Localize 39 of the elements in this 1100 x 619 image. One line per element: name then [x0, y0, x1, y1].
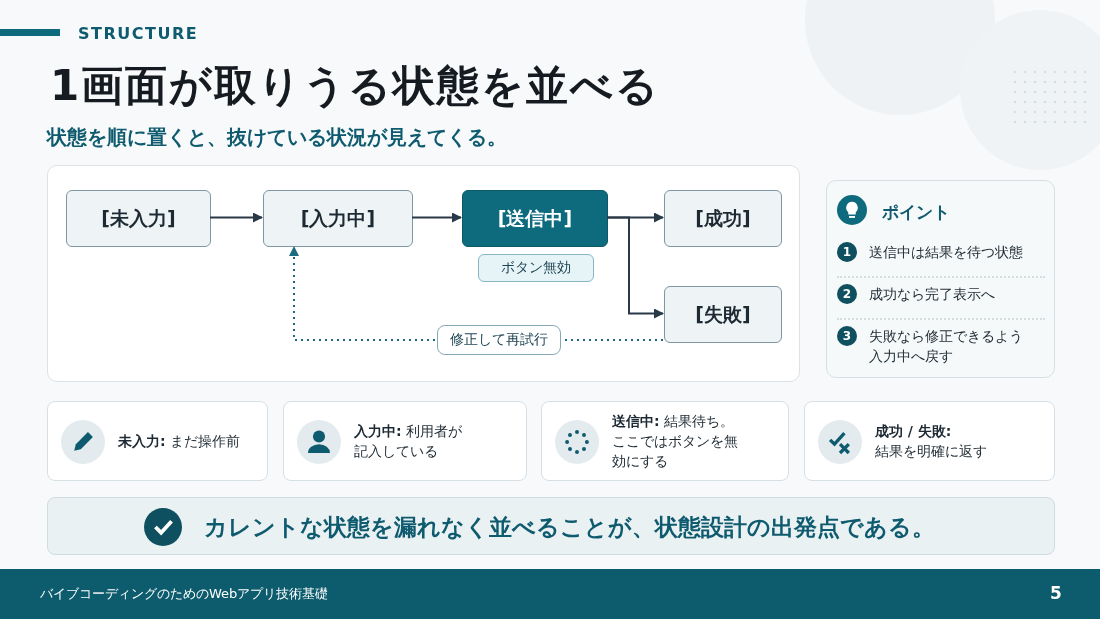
- state-label: [入力中]: [300, 205, 376, 231]
- page-number: 5: [1050, 583, 1062, 603]
- section-label: STRUCTURE: [78, 24, 199, 43]
- card-description: 未入力: まだ操作前: [118, 432, 242, 451]
- state-label: [未入力]: [101, 205, 176, 231]
- step-number: 2: [837, 284, 857, 304]
- card-description: 入力中: 利用者が記入している: [354, 422, 464, 461]
- footer-text: バイブコーディングのためのWebアプリ技術基礎: [40, 585, 329, 603]
- state-box: [66, 190, 211, 247]
- point-text: 成功なら完了表示へ: [869, 285, 996, 304]
- active-state-box: [462, 190, 608, 247]
- slide-title: 1画面が取りうる状態を並べる: [50, 60, 661, 112]
- state-card: [47, 401, 268, 481]
- state-label: [成功]: [695, 205, 751, 231]
- state-card: [804, 401, 1055, 481]
- arrow: [606, 216, 664, 319]
- state-box: [664, 286, 782, 343]
- conclusion-text: カレントな状態を漏れなく並べることが、状態設計の出発点である。: [204, 513, 935, 542]
- arrow: [411, 212, 462, 223]
- diagram-panel: [47, 165, 800, 382]
- state-label: [送信中]: [497, 205, 573, 231]
- conclusion-banner: [47, 497, 1055, 555]
- state-card: [283, 401, 527, 481]
- state-label: [失敗]: [695, 301, 751, 327]
- status-tag: ボタン無効: [478, 254, 594, 282]
- state-card: [541, 401, 789, 481]
- card-description: 成功 / 失敗: 結果を明確に返す: [875, 422, 988, 461]
- state-box: [263, 190, 413, 247]
- subtitle: 状態を順に置くと、抜けている状況が見えてくる。: [47, 124, 507, 151]
- panel-heading: ポイント: [882, 201, 950, 224]
- arrow: [209, 212, 263, 223]
- point-text: 送信中は結果を待つ状態: [869, 243, 1024, 262]
- point-panel: [826, 180, 1055, 378]
- card-description: 送信中: 結果待ち。ここではボタンを無効にする: [612, 412, 739, 471]
- point-text: 失敗なら修正できるよう入力中へ戻す: [869, 327, 1024, 366]
- step-number: 3: [837, 326, 857, 346]
- edge-label: 修正して再試行: [436, 325, 561, 355]
- state-box: [664, 190, 782, 247]
- step-number: 1: [837, 242, 857, 262]
